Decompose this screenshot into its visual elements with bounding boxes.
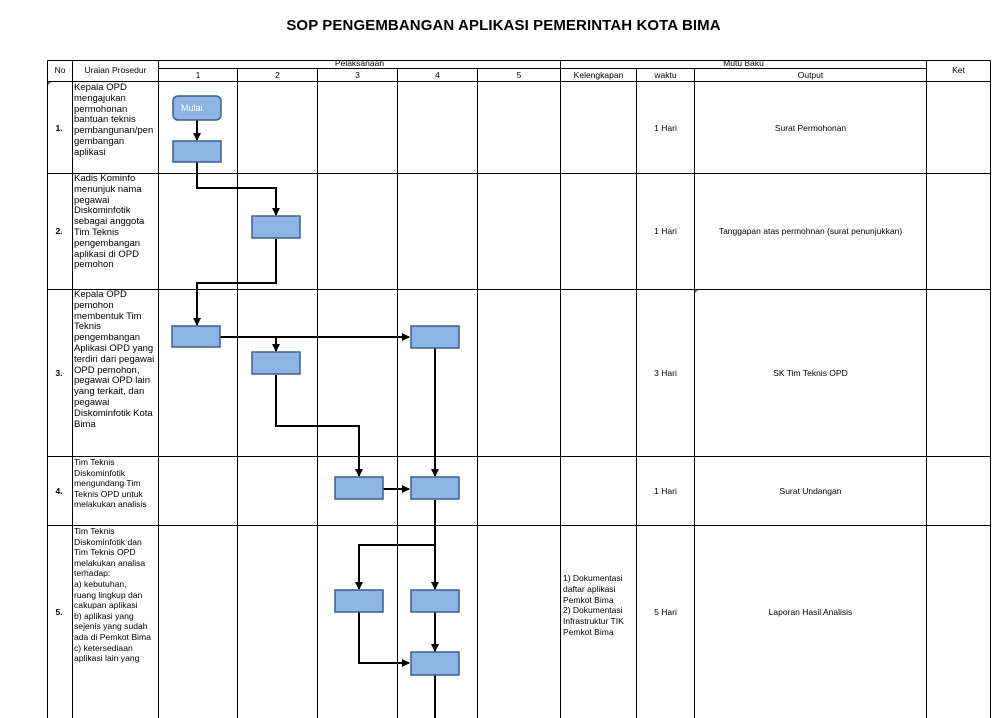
row-3-output: SK Tim Teknis OPD (773, 368, 848, 378)
header-ket: Ket (952, 65, 965, 75)
header-pelaksanaan: Pelaksanaan (334, 58, 385, 68)
process-box-row3-col4 (410, 325, 460, 349)
connector-arrow (275, 375, 363, 477)
header-col-2: 2 (275, 70, 280, 80)
row-1-number: 1. (55, 123, 63, 133)
row-4-output: Surat Undangan (779, 486, 842, 496)
process-box-row2-col2 (251, 215, 301, 239)
row-4-number: 4. (55, 486, 63, 496)
header-col-3: 3 (355, 70, 360, 80)
process-box-row1-col1 (172, 140, 222, 163)
process-box-row4-col4 (410, 476, 460, 500)
process-box-row4-col3 (334, 476, 384, 500)
connector-arrow (358, 612, 410, 667)
header-mutu-baku: Mutu Baku (723, 58, 764, 68)
process-box-row3-col1 (171, 325, 221, 348)
header-output: Output (797, 70, 824, 80)
header-col-4: 4 (435, 70, 440, 80)
connector-arrow (355, 500, 436, 590)
cell-marker (695, 290, 698, 293)
row-5-number: 5. (55, 607, 63, 617)
header-waktu: waktu (654, 70, 677, 80)
header-col-5: 5 (516, 70, 522, 80)
process-box-row3-col2 (251, 351, 301, 375)
start-label: Mulai (181, 103, 203, 113)
header-no: No (54, 65, 66, 75)
header-col-1: 1 (195, 70, 201, 80)
row-4-waktu: 1 Hari (654, 486, 677, 496)
header-uraian: Uraian Prosedur (84, 65, 147, 75)
page-title: SOP PENGEMBANGAN APLIKASI PEMERINTAH KOT… (286, 17, 721, 34)
process-box-row5-col4b (410, 651, 460, 676)
row-2-output: Tanggapan atas permohnan (surat penunjuk… (718, 226, 903, 236)
row-5-waktu: 5 Hari (654, 607, 677, 617)
connector-arrow (196, 162, 280, 216)
process-box-row5-col3 (334, 589, 384, 613)
header-kelengkapan: Kelengkapan (573, 70, 624, 80)
row-1-waktu: 1 Hari (654, 123, 677, 133)
start-terminator (172, 95, 222, 121)
row-2-number: 2. (55, 226, 63, 236)
row-5-output: Laporan Hasil Analisis (768, 607, 853, 617)
row-3-number: 3. (55, 368, 63, 378)
row-2-waktu: 1 Hari (654, 226, 677, 236)
connector-arrow (193, 239, 277, 326)
row-1-output: Surat Permohonan (774, 123, 847, 133)
process-box-row5-col4 (410, 589, 460, 613)
cell-marker (48, 82, 51, 85)
row-3-waktu: 3 Hari (654, 368, 677, 378)
